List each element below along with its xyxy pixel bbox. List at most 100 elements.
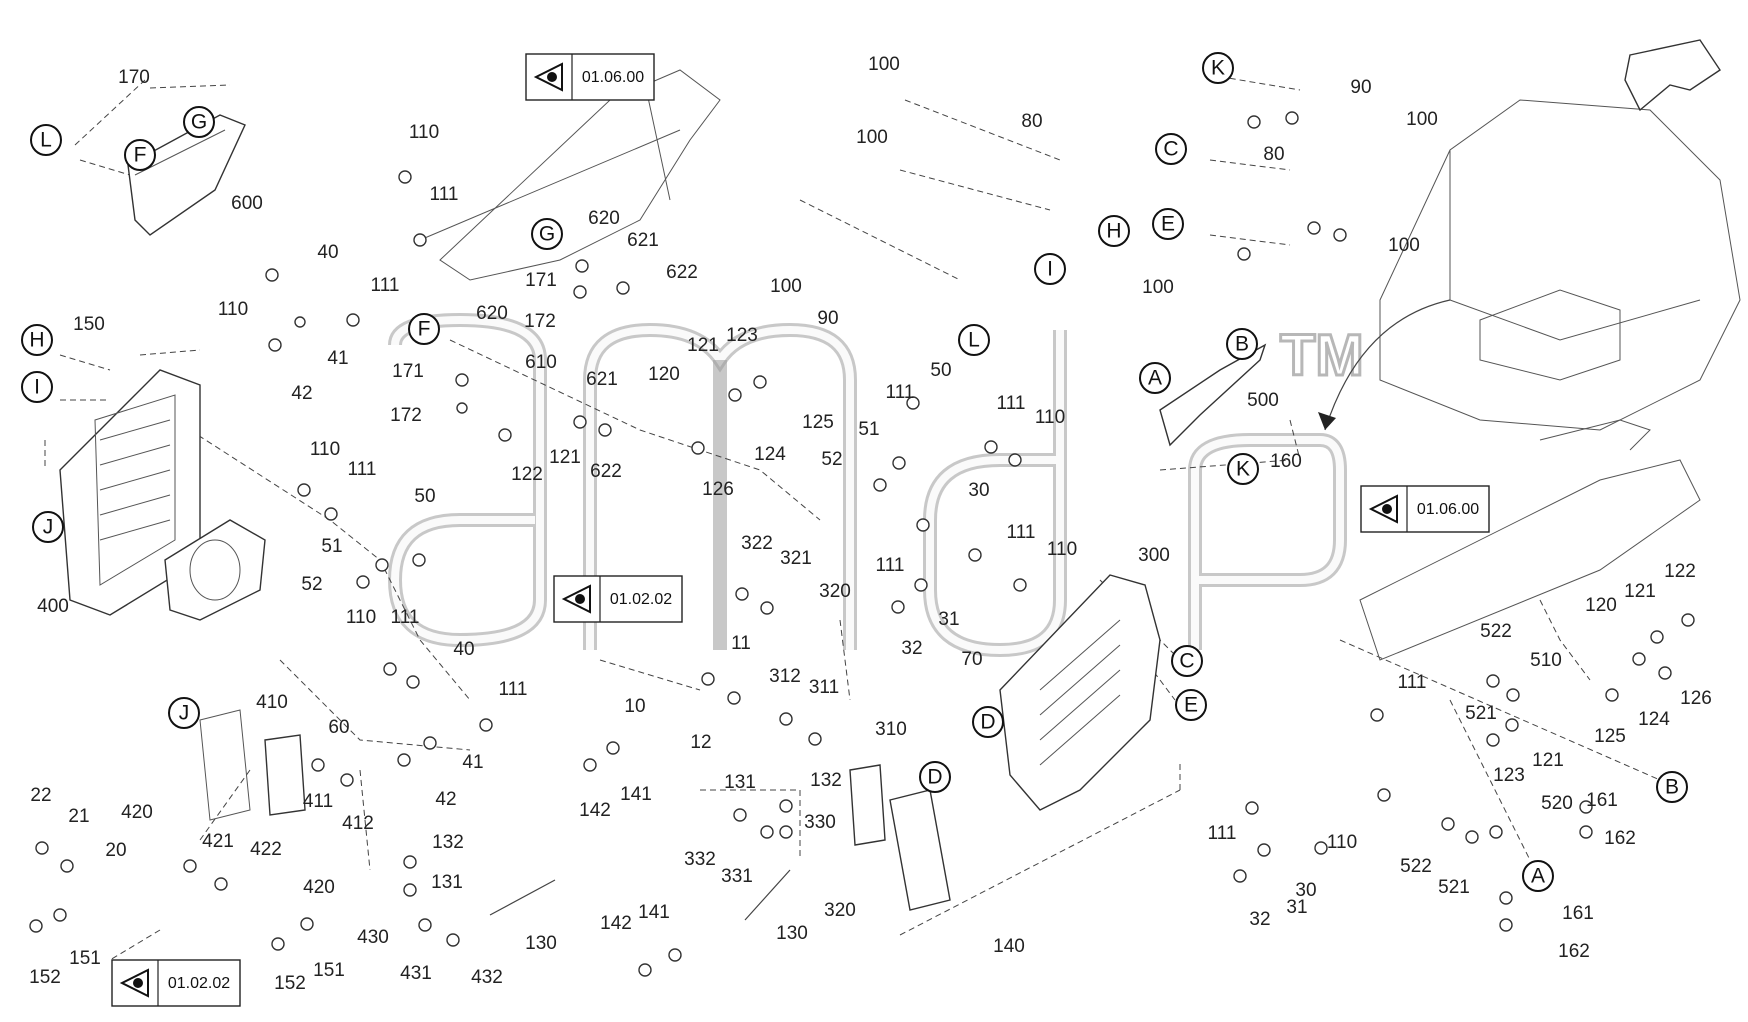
part-number-label: 125 xyxy=(1594,726,1626,747)
marker-circle xyxy=(21,324,53,356)
view-reference-box: 01.06.00 xyxy=(525,53,655,101)
connector-marker: G xyxy=(183,106,215,138)
marker-circle xyxy=(1175,689,1207,721)
marker-circle xyxy=(30,124,62,156)
connector-marker: L xyxy=(958,324,990,356)
part-number-label: 130 xyxy=(776,923,808,944)
part-number-label: 110 xyxy=(1047,539,1077,560)
part-number-label: 522 xyxy=(1400,856,1432,877)
part-number-label: 321 xyxy=(780,548,812,569)
part-shapes xyxy=(59,39,1741,921)
part-number-label: 172 xyxy=(390,405,422,426)
part-number-label: 111 xyxy=(1007,522,1036,543)
part-number-label: 51 xyxy=(858,419,879,440)
marker-circle xyxy=(1139,362,1171,394)
part-number-label: 123 xyxy=(726,325,758,346)
connector-marker: A xyxy=(1522,860,1554,892)
marker-letter: I xyxy=(1047,258,1053,281)
marker-circle xyxy=(1202,52,1234,84)
marker-circle xyxy=(958,324,990,356)
marker-letter: E xyxy=(1161,213,1175,236)
reference-code: 01.06.00 xyxy=(582,69,644,86)
part-number-label: 110 xyxy=(409,122,439,143)
marker-letter: A xyxy=(1531,865,1545,888)
part-number-label: 300 xyxy=(1138,545,1170,566)
eye-icon xyxy=(1368,494,1398,524)
part-number-label: 320 xyxy=(819,581,851,602)
part-number-label: 111 xyxy=(348,459,377,480)
part-number-label: 151 xyxy=(69,948,101,969)
part-number-label: 40 xyxy=(317,242,338,263)
marker-letter: B xyxy=(1235,333,1249,356)
part-number-label: 150 xyxy=(73,314,105,335)
part-number-label: 411 xyxy=(303,791,333,812)
part-number-label: 111 xyxy=(1398,672,1427,693)
part-number-label: 40 xyxy=(453,639,474,660)
part-number-label: 30 xyxy=(1295,880,1316,901)
part-number-label: 162 xyxy=(1604,828,1636,849)
part-number-label: 10 xyxy=(624,696,645,717)
part-number-label: 332 xyxy=(684,849,716,870)
eye-icon xyxy=(533,62,563,92)
marker-circle xyxy=(408,313,440,345)
part-number-label: 124 xyxy=(754,444,786,465)
eye-icon xyxy=(561,584,591,614)
part-number-label: 50 xyxy=(930,360,951,381)
part-number-label: 120 xyxy=(648,364,680,385)
part-number-label: 522 xyxy=(1480,621,1512,642)
marker-letter: D xyxy=(927,766,942,789)
part-number-label: 422 xyxy=(250,839,282,860)
view-reference-box: 01.02.02 xyxy=(553,575,683,623)
marker-circle xyxy=(1098,215,1130,247)
part-number-label: 142 xyxy=(579,800,611,821)
part-number-label: 521 xyxy=(1465,703,1497,724)
marker-letter: J xyxy=(179,702,190,725)
part-number-label: 431 xyxy=(400,963,432,984)
part-number-label: 90 xyxy=(817,308,838,329)
part-number-label: 410 xyxy=(256,692,288,713)
part-number-label: 121 xyxy=(687,335,719,356)
connector-marker: D xyxy=(972,706,1004,738)
part-number-label: 141 xyxy=(620,784,652,805)
part-number-label: 100 xyxy=(770,276,802,297)
part-number-label: 141 xyxy=(638,902,670,923)
part-number-label: 622 xyxy=(666,262,698,283)
marker-letter: F xyxy=(418,318,431,341)
part-number-label: 610 xyxy=(525,352,557,373)
part-number-label: 80 xyxy=(1021,111,1042,132)
part-number-label: 620 xyxy=(476,303,508,324)
part-number-label: 121 xyxy=(549,447,581,468)
reference-code: 01.02.02 xyxy=(168,975,230,992)
part-number-label: 41 xyxy=(462,752,483,773)
part-number-label: 160 xyxy=(1270,451,1302,472)
part-number-label: 100 xyxy=(1142,277,1174,298)
marker-letter: A xyxy=(1148,367,1162,390)
part-number-label: 171 xyxy=(525,270,557,291)
part-number-label: 622 xyxy=(590,461,622,482)
connector-marker: I xyxy=(1034,253,1066,285)
marker-letter: B xyxy=(1665,776,1679,799)
part-number-label: 320 xyxy=(824,900,856,921)
marker-circle xyxy=(972,706,1004,738)
part-number-label: 111 xyxy=(430,184,459,205)
marker-circle xyxy=(1155,133,1187,165)
marker-circle xyxy=(1152,208,1184,240)
connector-marker: H xyxy=(1098,215,1130,247)
part-number-label: 140 xyxy=(993,936,1025,957)
part-number-label: 311 xyxy=(809,677,839,698)
part-number-label: 161 xyxy=(1562,903,1594,924)
part-number-label: 100 xyxy=(1388,235,1420,256)
part-number-label: 111 xyxy=(391,607,420,628)
part-number-label: 172 xyxy=(524,311,556,332)
connector-marker: K xyxy=(1202,52,1234,84)
marker-letter: D xyxy=(980,711,995,734)
part-number-label: 31 xyxy=(1286,897,1307,918)
part-number-label: 432 xyxy=(471,967,503,988)
marker-letter: L xyxy=(40,129,52,152)
part-number-label: 21 xyxy=(68,806,89,827)
marker-circle xyxy=(1034,253,1066,285)
part-number-label: 132 xyxy=(432,832,464,853)
part-number-label: 122 xyxy=(1664,561,1696,582)
